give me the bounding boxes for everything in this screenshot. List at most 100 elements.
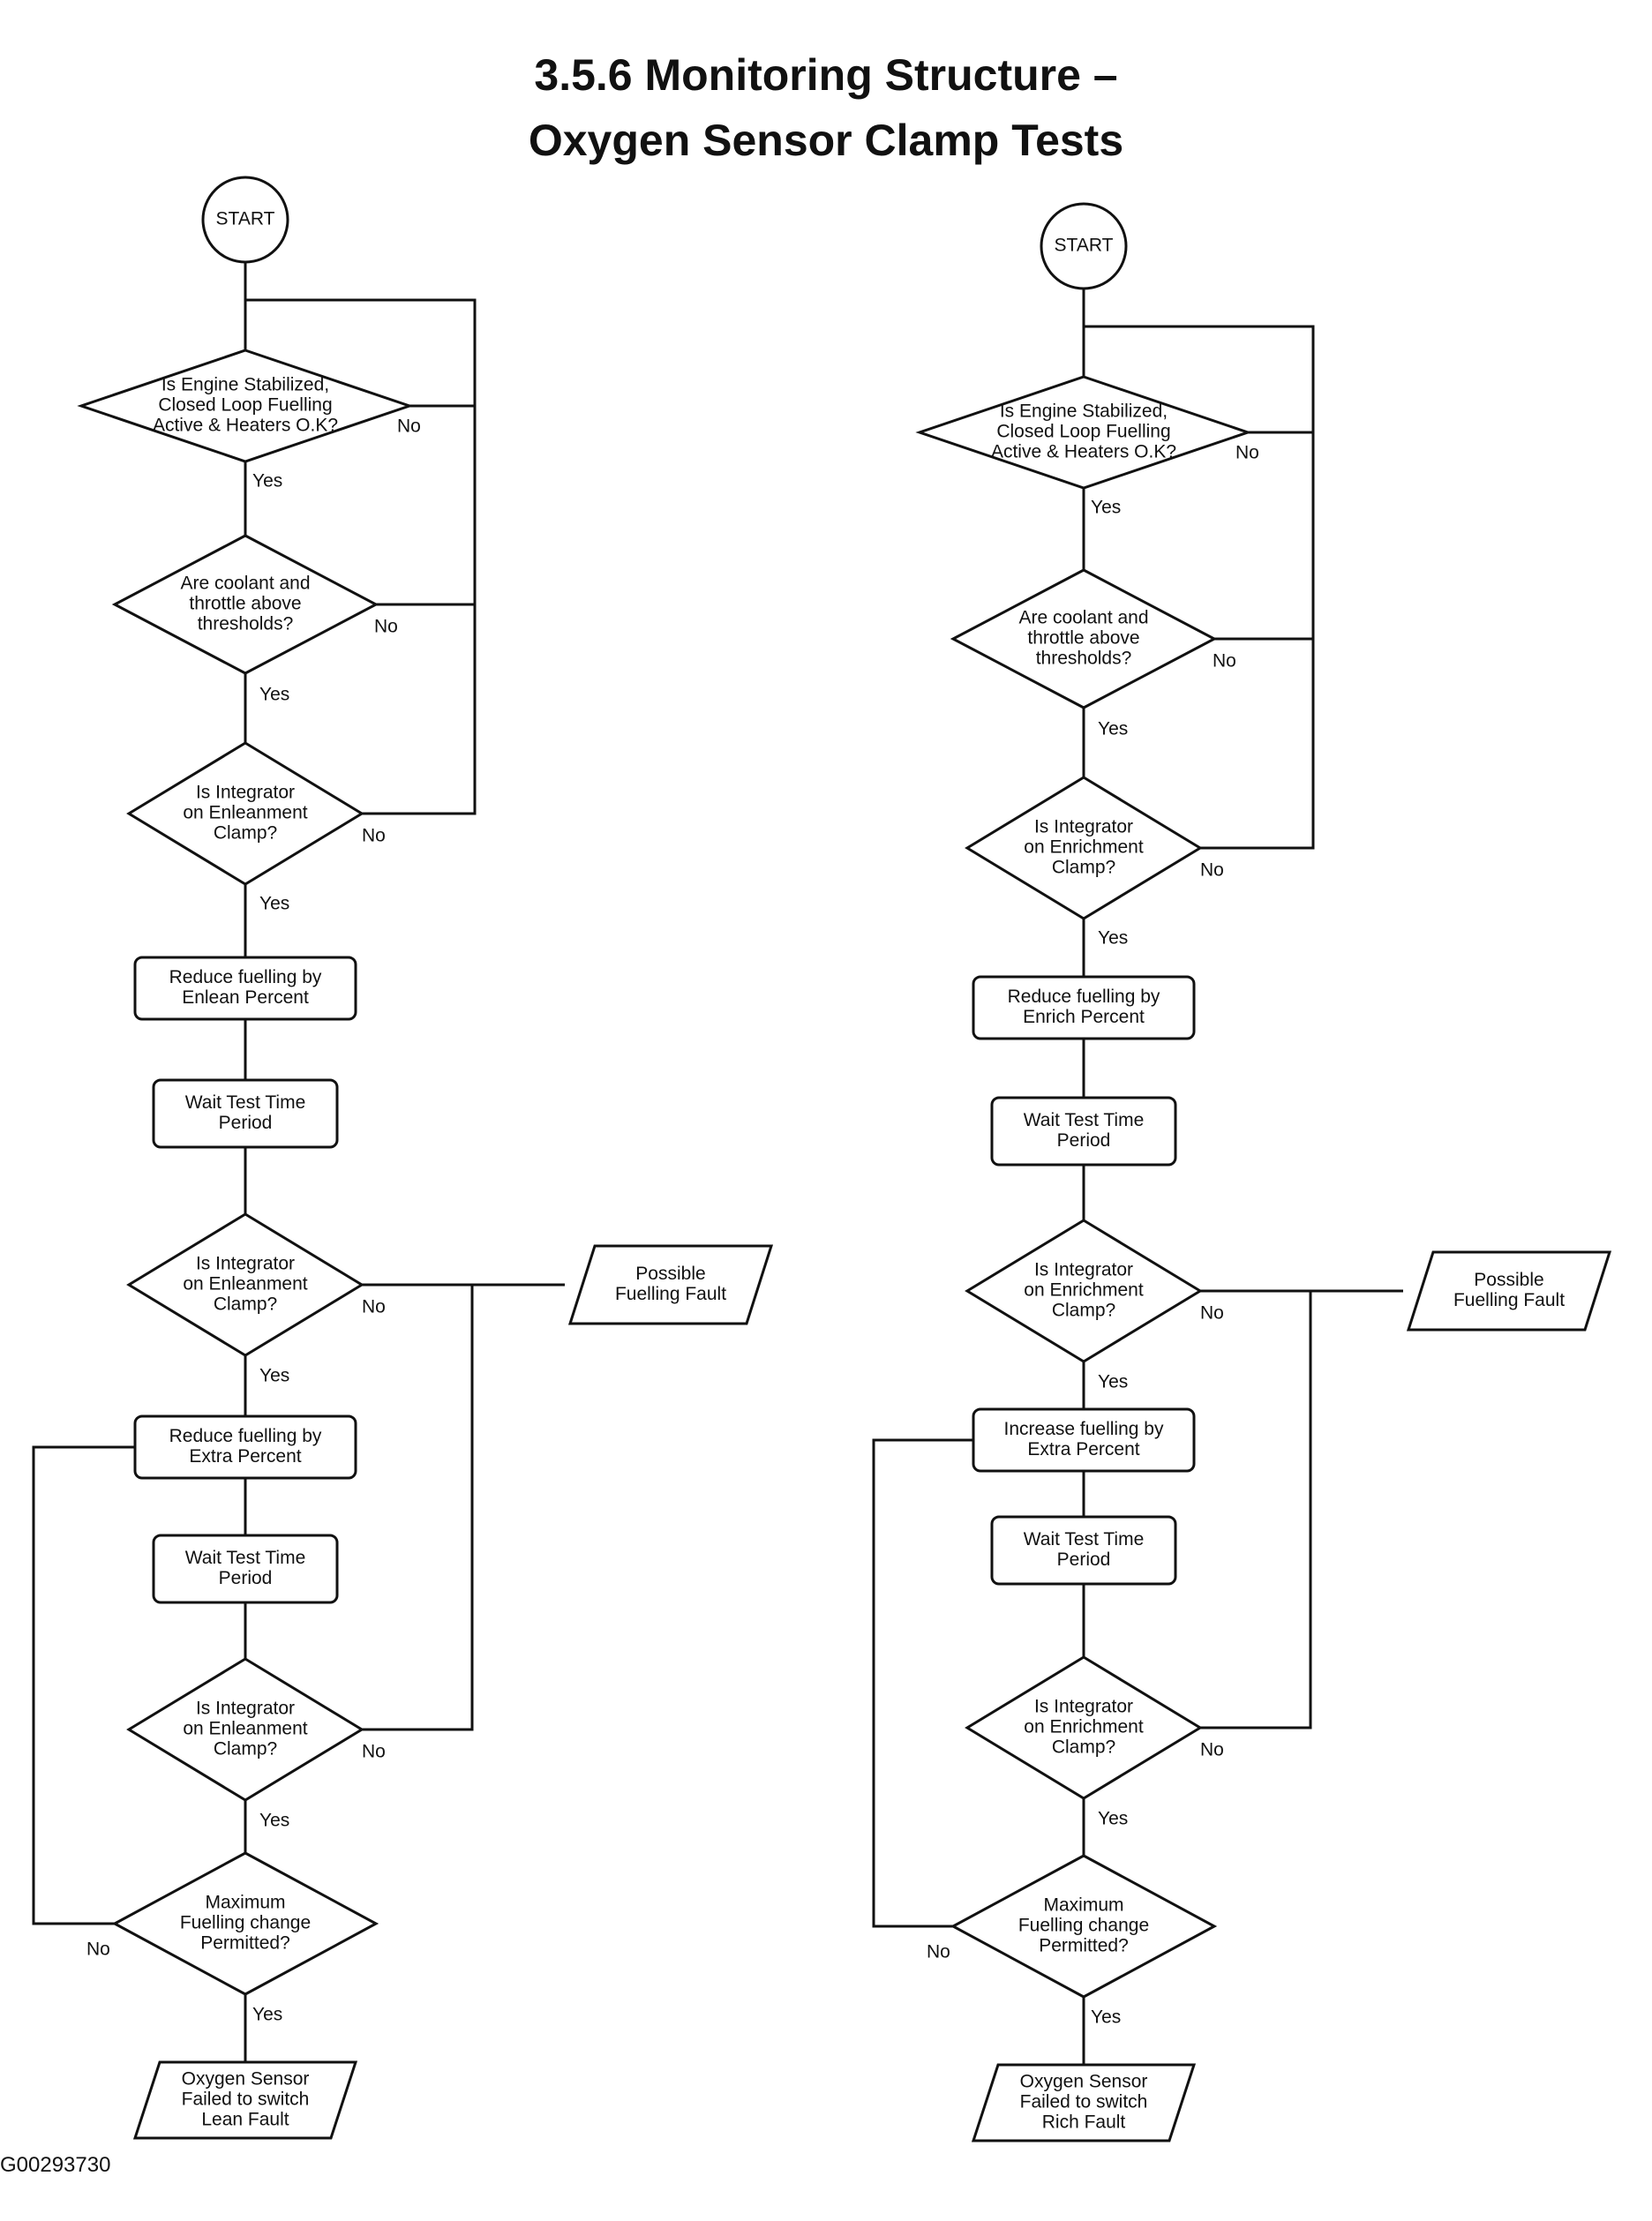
io-shape [1406, 1250, 1612, 1332]
process-shape [972, 1407, 1196, 1473]
right_flow-output-sensor-fault-line: Oxygen Sensor [1020, 2072, 1148, 2092]
connector-line [872, 1438, 973, 1928]
left_flow-yes-label: Yes [259, 1811, 289, 1831]
right_flow-decision-max-fuelling-line: Maximum [1043, 1895, 1123, 1916]
terminal-shape [201, 176, 289, 264]
decision-shape [965, 1219, 1203, 1363]
title-line-2: Oxygen Sensor Clamp Tests [528, 116, 1124, 165]
right_flow-output-possible-fault-line: Fuelling Fault [1453, 1290, 1565, 1310]
left_flow-decision-integrator-3-line: Clamp? [214, 1739, 277, 1760]
io-shape [132, 2060, 358, 2140]
figure-id: G00293730 [0, 2153, 111, 2177]
left_flow-output-possible-fault-line: Fuelling Fault [615, 1284, 726, 1304]
left_flow-decision-integrator-1-line: Is Integrator [196, 783, 295, 803]
right_flow-process-wait-1-line: Wait Test Time [1024, 1110, 1145, 1130]
right_flow-yes-label: Yes [1098, 719, 1128, 739]
connector-line [1200, 1291, 1312, 1730]
right_flow-decision-engine-stabilized-line: Active & Heaters O.K? [991, 442, 1176, 462]
decision-shape [77, 349, 414, 463]
left_flow-decision-engine-stabilized-line: Active & Heaters O.K? [153, 416, 338, 436]
right_flow-decision-integrator-3-line: on Enrichment [1024, 1717, 1144, 1737]
process-shape [133, 956, 357, 1021]
right_flow-decision-coolant-throttle-line: thresholds? [1036, 649, 1132, 669]
right_flow-no-label: No [1200, 1740, 1224, 1760]
right_flow-start: START [1040, 202, 1128, 290]
right_flow-output-possible-fault-line: Possible [1474, 1270, 1543, 1290]
title-line-1: 3.5.6 Monitoring Structure – [534, 50, 1118, 100]
decision-shape [950, 568, 1218, 709]
left_flow-process-wait-2-line: Wait Test Time [185, 1548, 306, 1568]
left_flow-no-label: No [86, 1940, 110, 1960]
process-shape [990, 1515, 1177, 1586]
decision-shape [126, 1657, 364, 1802]
right_flow-process-extra-fuelling-line: Extra Percent [1027, 1439, 1139, 1459]
right_flow-no-label: No [1200, 1303, 1224, 1324]
right_flow-no-label: No [1213, 651, 1236, 672]
right_flow-yes-label: Yes [1098, 1809, 1128, 1829]
left_flow-no-label: No [362, 826, 386, 846]
right_flow-decision-integrator-3-line: Is Integrator [1034, 1697, 1133, 1717]
decision-shape [950, 1854, 1218, 1999]
right_flow-decision-coolant-throttle-line: throttle above [1027, 628, 1139, 649]
right_flow-decision-integrator-2-line: Is Integrator [1034, 1260, 1133, 1280]
right_flow-yes-label: Yes [1091, 498, 1121, 518]
right_flow-decision-integrator-2-line: Clamp? [1052, 1301, 1115, 1321]
right_flow-decision-max-fuelling-line: Fuelling change [1018, 1916, 1149, 1936]
right_flow-no-label: No [927, 1942, 950, 1962]
left_flow-no-label: No [397, 416, 421, 437]
right_flow-process-wait-2-line: Wait Test Time [1024, 1529, 1145, 1549]
right_flow-decision-integrator-1-line: Clamp? [1052, 858, 1115, 878]
process-shape [133, 1414, 357, 1480]
left_flow-decision-engine-stabilized-line: Is Engine Stabilized, [161, 375, 329, 395]
right_flow-no-label: No [1235, 443, 1259, 463]
terminal-shape [1040, 202, 1128, 290]
left_flow-process-wait-1-line: Period [219, 1113, 273, 1133]
left_flow-yes-label: Yes [252, 2005, 282, 2025]
right_flow-decision-integrator-1-line: Is Integrator [1034, 817, 1133, 837]
process-shape [990, 1096, 1177, 1167]
left_flow-output-sensor-fault-line: Oxygen Sensor [182, 2069, 310, 2090]
right_flow-yes-label: Yes [1098, 928, 1128, 949]
left_flow-process-extra-fuelling-line: Extra Percent [189, 1446, 301, 1467]
right_flow-decision-integrator-2-line: on Enrichment [1024, 1280, 1144, 1301]
io-shape [567, 1244, 774, 1325]
left_flow-decision-coolant-throttle-line: thresholds? [198, 614, 294, 634]
right_flow-decision-max-fuelling-line: Permitted? [1039, 1936, 1129, 1956]
left_flow-process-wait-2-line: Period [219, 1568, 273, 1588]
left_flow-yes-label: Yes [259, 894, 289, 914]
left_flow-output-sensor-fault-line: Failed to switch [182, 2090, 310, 2110]
process-shape [152, 1078, 339, 1149]
left_flow-yes-label: Yes [259, 1366, 289, 1386]
decision-shape [965, 1655, 1203, 1800]
right_flow-process-extra-fuelling-line: Increase fuelling by [1004, 1419, 1164, 1439]
left_flow-decision-max-fuelling-line: Fuelling change [180, 1913, 311, 1933]
io-shape [971, 2063, 1197, 2142]
right_flow-decision-engine-stabilized: Is Engine Stabilized,Closed Loop Fuellin… [915, 375, 1252, 490]
decision-shape [126, 1212, 364, 1357]
left_flow-decision-integrator-3-line: Is Integrator [196, 1699, 295, 1719]
left_flow-process-wait-1-line: Wait Test Time [185, 1092, 306, 1113]
decision-shape [111, 534, 379, 675]
connector-line [245, 298, 477, 815]
left_flow-decision-integrator-2-line: on Enleanment [183, 1274, 307, 1294]
decision-shape [111, 1851, 379, 1996]
right_flow-yes-label: Yes [1091, 2007, 1121, 2028]
right_flow-decision-integrator-1-line: on Enrichment [1024, 837, 1144, 858]
right_flow-process-wait-2-line: Period [1057, 1549, 1111, 1570]
